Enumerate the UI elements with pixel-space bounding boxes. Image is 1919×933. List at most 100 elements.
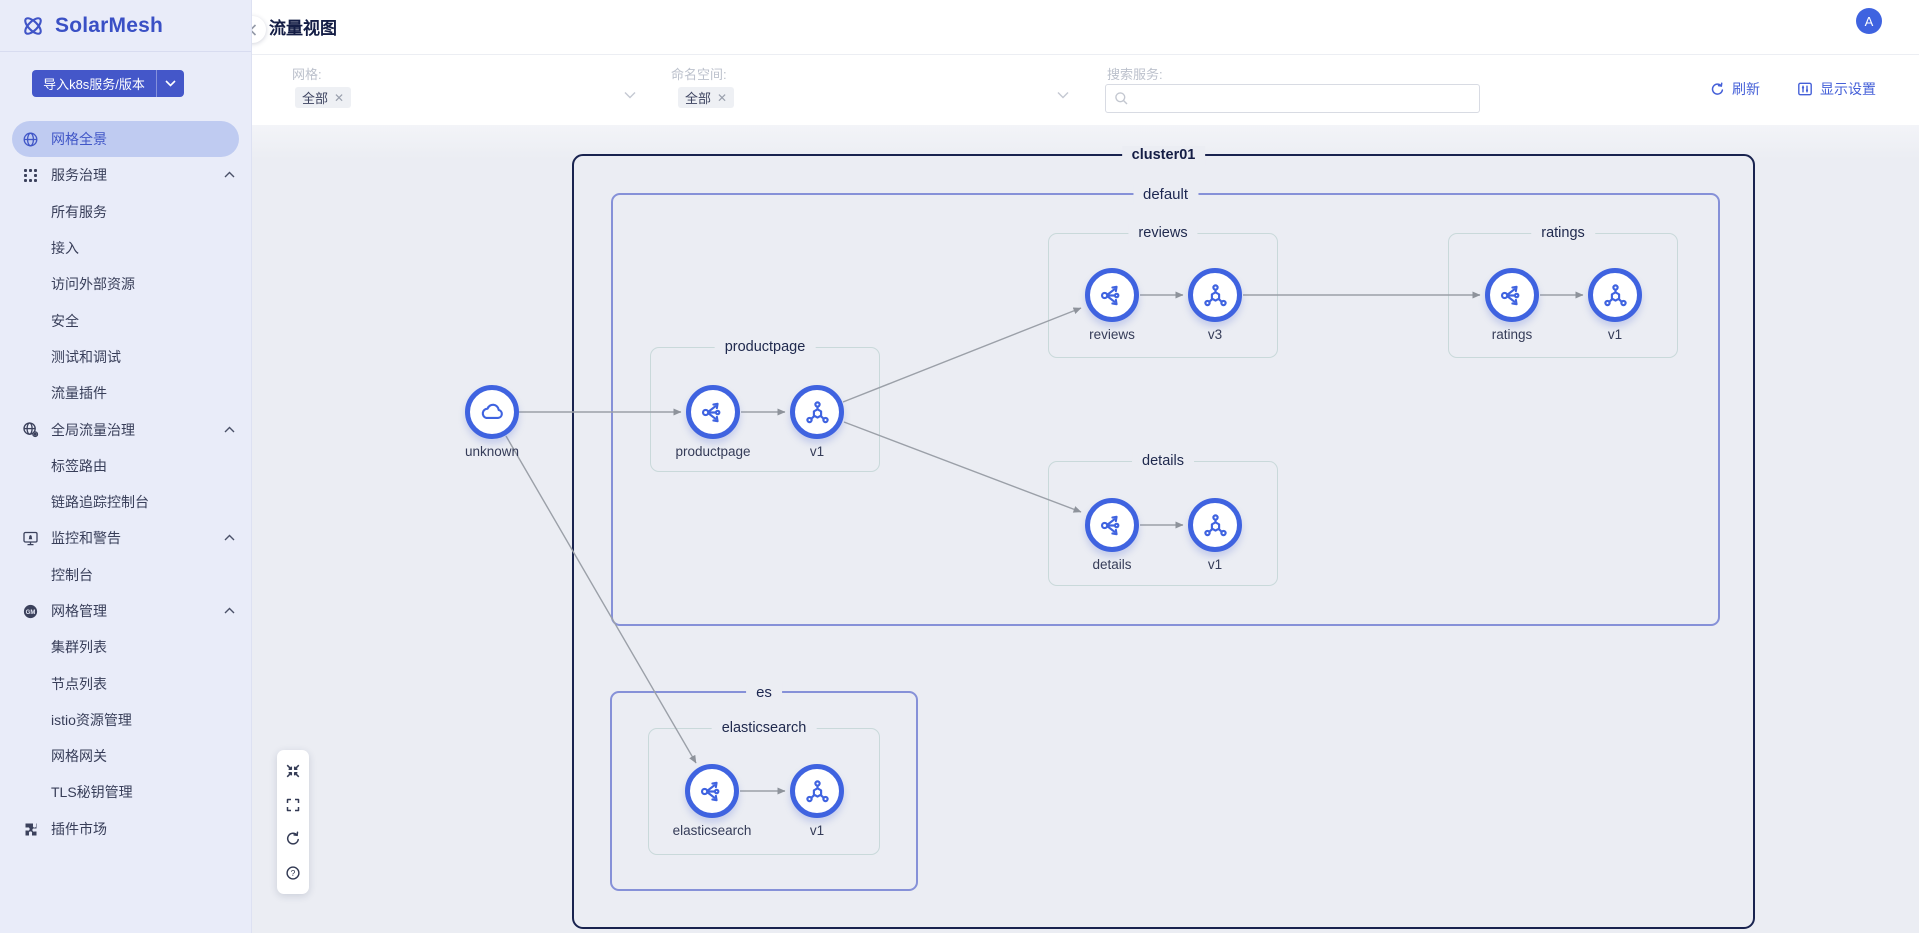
node-elasticsearch-v1[interactable] [790,764,844,818]
node-productpage[interactable] [686,385,740,439]
sidebar-item-security[interactable]: 安全 [0,302,251,338]
namespace-label: default [1132,185,1199,204]
service-icon [1499,282,1526,309]
sidebar-item-access[interactable]: 接入 [0,230,251,266]
namespace-filter-tag[interactable]: 全部 ✕ [678,87,735,108]
sidebar-item-plugin-market[interactable]: 插件市场 [0,811,251,847]
search-service-input[interactable] [1135,91,1471,106]
sidebar-item-label: TLS秘钥管理 [51,784,133,801]
import-k8s-button[interactable]: 导入k8s服务/版本 [32,70,184,97]
node-unknown[interactable] [465,385,519,439]
sidebar-item-mesh-gateway[interactable]: 网格网关 [0,738,251,774]
sidebar-item-label: 所有服务 [51,203,107,220]
service-icon [1099,282,1126,309]
node-details[interactable] [1085,498,1139,552]
node-elasticsearch[interactable] [685,764,739,818]
solarmesh-logo-icon [20,13,46,39]
version-icon [804,399,831,426]
node-productpage-v1[interactable] [790,385,844,439]
avatar[interactable]: A [1856,8,1882,34]
sidebar-item-node-list[interactable]: 节点列表 [0,665,251,701]
sidebar-item-external-resources[interactable]: 访问外部资源 [0,266,251,302]
sidebar-item-label: 链路追踪控制台 [51,494,149,511]
display-settings-label: 显示设置 [1820,81,1876,97]
sidebar-item-global-traffic[interactable]: 全局流量治理 [0,411,251,447]
sidebar-item-mesh-management[interactable]: GM 网格管理 [0,593,251,629]
group-label: productpage [714,338,816,357]
fullscreen-button[interactable] [277,788,309,822]
group-box-reviews[interactable]: reviews [1048,224,1278,358]
remove-tag-icon[interactable]: ✕ [717,90,728,105]
sidebar-item-istio-resources[interactable]: istio资源管理 [0,702,251,738]
node-label-ratings: ratings [1491,327,1533,342]
node-ratings[interactable] [1485,268,1539,322]
node-details-v1[interactable] [1188,498,1242,552]
namespace-filter-label: 命名空间: [671,67,727,82]
node-label-elasticsearch-v1: v1 [809,823,825,838]
namespace-box-es[interactable]: es [610,683,918,891]
sidebar-item-monitoring-alerts[interactable]: 监控和警告 [0,520,251,556]
node-reviews-v3[interactable] [1188,268,1242,322]
group-label: elasticsearch [711,719,817,738]
sidebar-item-cluster-list[interactable]: 集群列表 [0,629,251,665]
chevron-up-icon[interactable] [224,426,235,433]
chevron-up-icon[interactable] [224,171,235,179]
mesh-filter-label: 网格: [292,67,322,82]
search-service-box[interactable] [1105,84,1480,113]
group-box-details[interactable]: details [1048,452,1278,586]
group-box-productpage[interactable]: productpage [650,338,880,472]
service-icon [1099,512,1126,539]
refresh-label: 刷新 [1732,81,1760,97]
import-k8s-label[interactable]: 导入k8s服务/版本 [43,77,145,92]
search-icon [1114,91,1129,106]
chevron-up-icon[interactable] [224,607,235,615]
sidebar-item-traffic-plugins[interactable]: 流量插件 [0,375,251,411]
node-label-productpage-v1: v1 [809,444,825,459]
node-label-reviews: reviews [1089,327,1135,342]
node-label-details-v1: v1 [1207,557,1223,572]
sidebar-item-console[interactable]: 控制台 [0,557,251,593]
service-grid-icon [22,167,39,184]
reload-icon [286,831,299,845]
sidebar-item-tls-secrets[interactable]: TLS秘钥管理 [0,774,251,810]
help-icon: ? [286,866,300,880]
sidebar-item-label: 全局流量治理 [51,421,135,438]
help-button[interactable]: ? [277,856,309,890]
node-ratings-v1[interactable] [1588,268,1642,322]
display-settings-button[interactable]: 显示设置 [1797,79,1876,99]
sidebar-item-tracing-console[interactable]: 链路追踪控制台 [0,484,251,520]
sidebar-item-label-routing[interactable]: 标签路由 [0,448,251,484]
chevron-down-icon[interactable] [624,91,636,99]
remove-tag-icon[interactable]: ✕ [334,90,345,105]
node-reviews[interactable] [1085,268,1139,322]
sidebar-item-label: 监控和警告 [51,530,121,547]
sidebar-item-service-governance[interactable]: 服务治理 [0,157,251,193]
sidebar-item-mesh-overview[interactable]: 网格全景 [12,121,239,158]
page-title: 流量视图 [269,19,337,38]
node-label-details: details [1092,557,1132,572]
sidebar: SolarMesh 导入k8s服务/版本 网格全景 服务治理 [0,0,252,933]
sidebar-item-all-services[interactable]: 所有服务 [0,194,251,230]
sidebar-item-label: 集群列表 [51,639,107,656]
chevron-up-icon[interactable] [224,534,235,542]
chevron-down-icon[interactable] [157,80,184,87]
sidebar-item-label: 访问外部资源 [51,276,135,293]
refresh-button[interactable]: 刷新 [1710,79,1760,99]
sidebar-item-test-debug[interactable]: 测试和调试 [0,339,251,375]
sidebar-item-label: istio资源管理 [51,711,132,728]
fit-view-button[interactable] [277,754,309,788]
mesh-filter-tag[interactable]: 全部 ✕ [295,87,352,108]
topology-canvas[interactable]: cluster01 default es productpage reviews… [252,125,1919,933]
group-label: ratings [1531,224,1595,243]
globe-icon [22,131,39,148]
svg-text:?: ? [291,868,296,878]
sidebar-item-label: 插件市场 [51,820,107,837]
node-label-unknown: unknown [464,444,520,459]
service-icon [699,778,726,805]
monitor-alert-icon [22,530,39,547]
reload-button[interactable] [277,822,309,856]
namespace-box-default[interactable]: default [611,185,1720,626]
chevron-down-icon[interactable] [1057,91,1069,99]
group-label: reviews [1128,224,1198,243]
group-box-elasticsearch[interactable]: elasticsearch [648,719,880,855]
